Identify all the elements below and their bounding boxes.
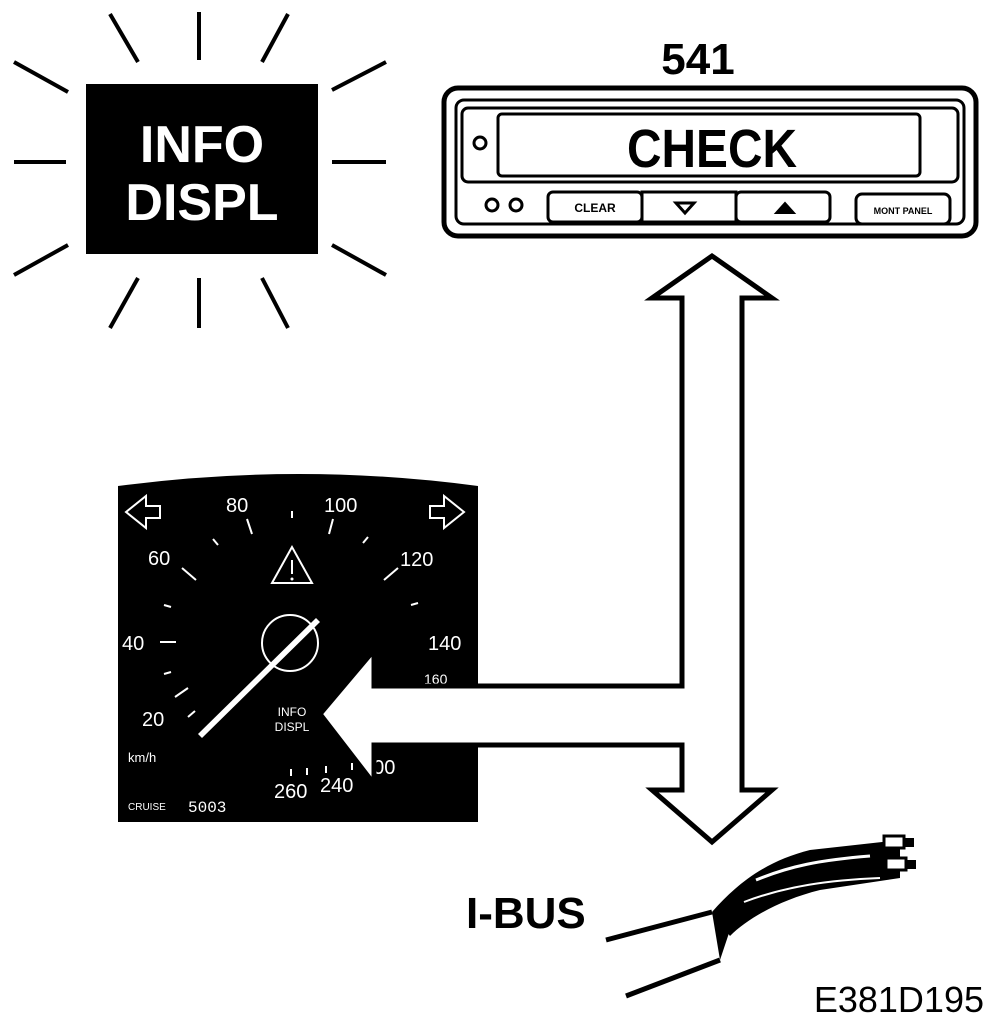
left-turn-arrow-icon [124,493,161,531]
clear-button[interactable]: CLEAR [546,190,644,224]
speed-label: 160 [424,671,448,687]
speed-label: 60 [148,548,170,570]
i-bus-cable-illustration [605,834,916,999]
info-displ-indicator-line2: DISPL [275,720,310,734]
odometer-readout: 5003 [188,799,226,817]
needle-hub [261,614,319,672]
lamp-box [86,84,318,254]
scale-ticks [160,511,419,776]
clear-button-label: CLEAR [574,201,616,215]
info-displ-warning-lamp: INFO DISPL [13,12,387,329]
scroll-down-button[interactable] [640,190,738,224]
triangle-up-icon [773,201,797,214]
speed-scale-labels: 20 40 60 80 100 120 140 160 200 240 260 [122,495,461,803]
speed-needle [198,618,320,738]
light-sensor [472,135,488,151]
bus-label: I-BUS [466,889,586,938]
speed-label: 140 [428,633,461,655]
speed-label: 260 [274,781,307,803]
flash-rays [13,12,387,329]
speed-unit: km/h [128,750,156,765]
display-screen-text: CHECK [627,119,797,179]
info-display-unit: 541 CHECK CLEAR MONT PANEL [441,35,979,239]
mont-panel-button-label: MONT PANEL [874,206,933,216]
speed-label: 20 [142,709,164,731]
triangle-down-icon [672,201,698,216]
display-screen [496,112,922,178]
warning-triangle-icon [270,544,314,584]
speed-label: 80 [226,495,248,517]
scroll-up-button[interactable] [734,190,832,224]
speed-label: 240 [320,775,353,797]
right-turn-arrow-icon [429,493,466,531]
mont-panel-button[interactable]: MONT PANEL [854,192,952,226]
lamp-text-line2: DISPL [125,174,278,232]
figure-code: E381D195 [814,979,984,1020]
speed-label: 100 [324,495,357,517]
bus-connection-arrow [316,252,780,846]
indicator-led-left [484,197,500,213]
lamp-text-line1: INFO [140,116,264,174]
instrument-cluster: 20 40 60 80 100 120 140 160 200 240 260 … [118,474,478,822]
info-displ-indicator-line1: INFO [278,705,307,719]
indicator-led-right [508,197,524,213]
cruise-label: CRUISE [128,802,166,813]
component-number-label: 541 [661,35,734,84]
cluster-face [118,474,478,822]
speed-label: 120 [400,549,433,571]
speed-label: 40 [122,633,144,655]
